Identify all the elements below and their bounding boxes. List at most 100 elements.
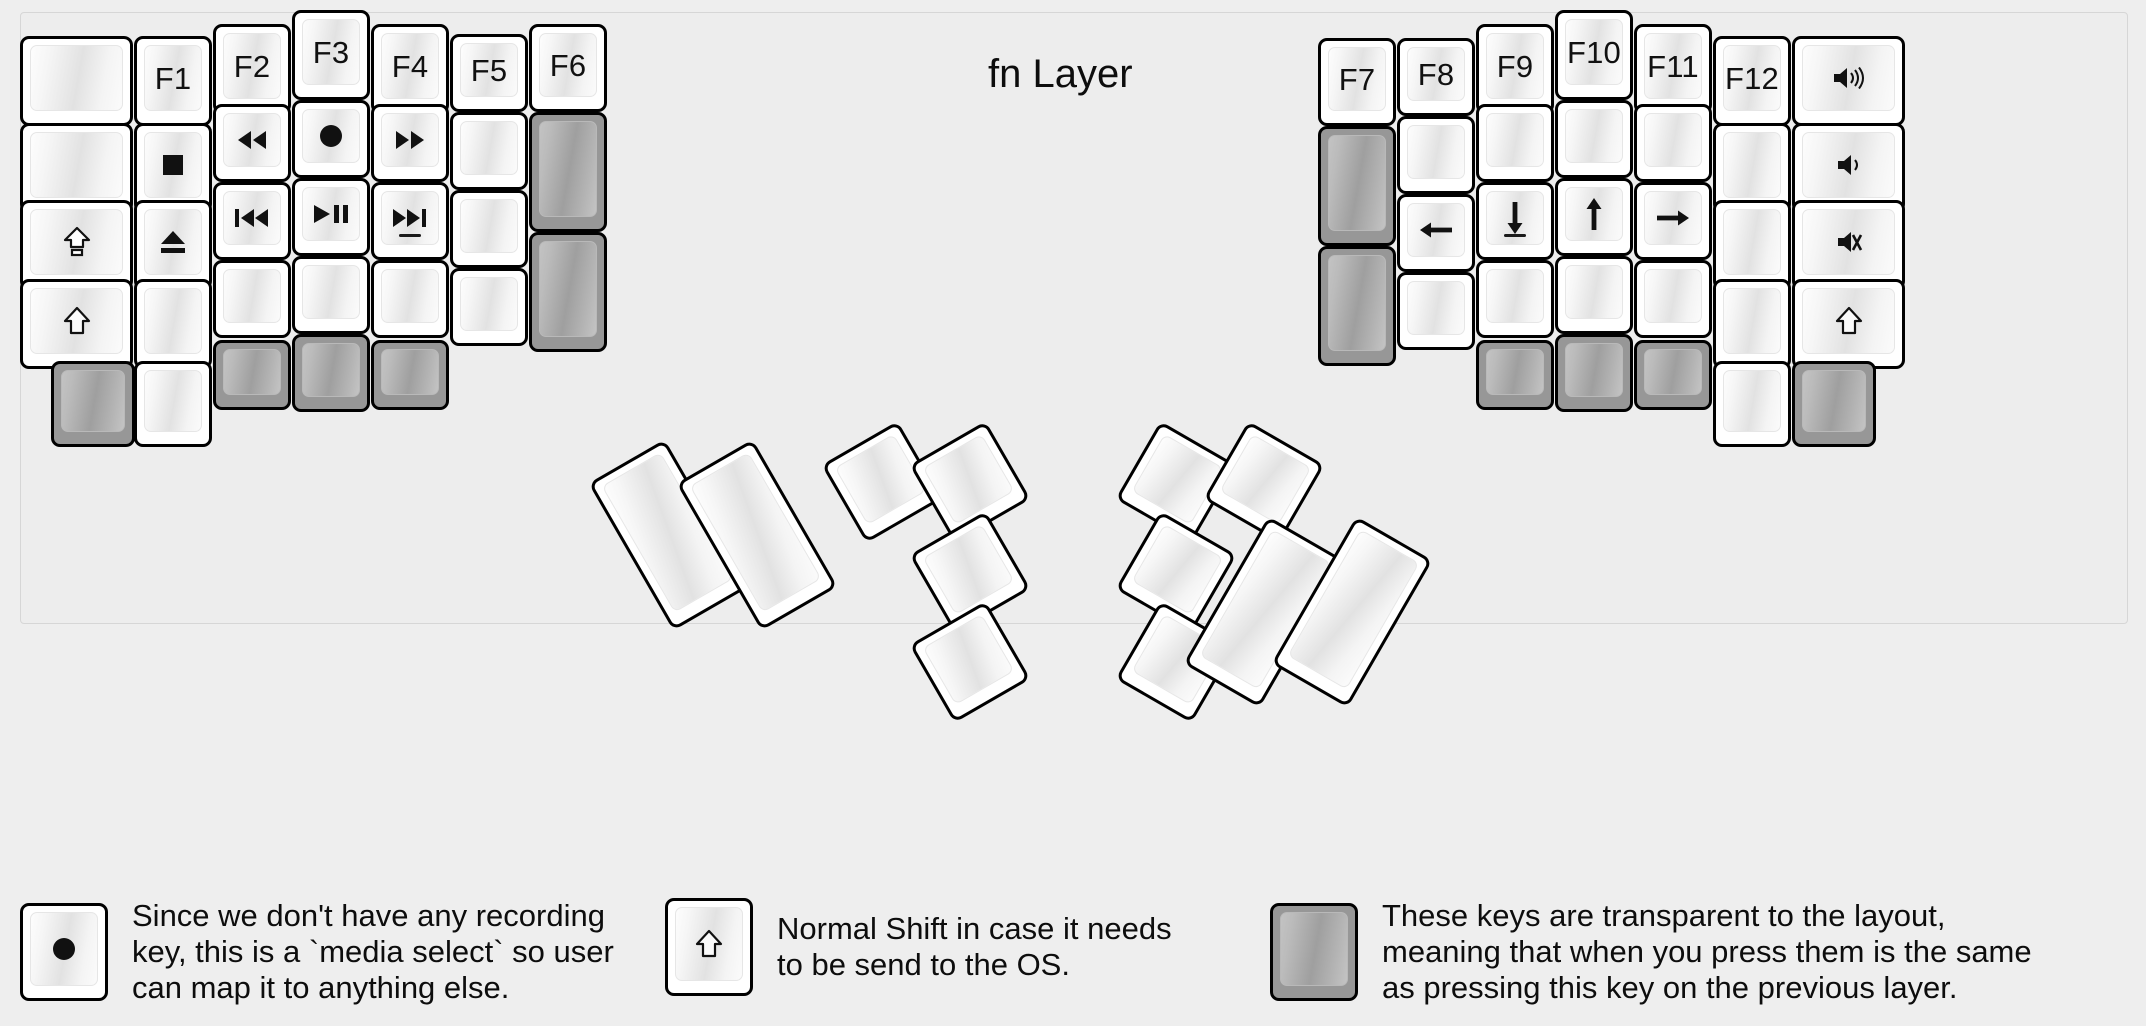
- keycap-surface: F11: [1644, 33, 1702, 99]
- key-l-c3-r2[interactable]: [213, 104, 291, 182]
- rewind-icon: [235, 129, 269, 151]
- key-r-c2-r4[interactable]: [1397, 272, 1475, 350]
- key-r-c2-r3[interactable]: [1397, 194, 1475, 272]
- key-l-c6-r4[interactable]: [450, 268, 528, 346]
- key-r-c7-r5[interactable]: [1792, 361, 1876, 447]
- key-legend: F6: [549, 47, 587, 83]
- key-r-c3-r1[interactable]: F9: [1476, 24, 1554, 114]
- key-r-c5-r2[interactable]: [1634, 104, 1712, 182]
- keycap-surface: [1802, 370, 1866, 432]
- legend-description: Normal Shift in case it needs to be send…: [777, 911, 1172, 982]
- key-l-c7-r3[interactable]: [529, 232, 607, 352]
- key-r-c4-r3[interactable]: [1555, 178, 1633, 256]
- key-r-c4-r4[interactable]: [1555, 256, 1633, 334]
- key-l-c5-r2[interactable]: [371, 104, 449, 182]
- key-l-c2-r2[interactable]: [134, 123, 212, 213]
- key-legend: F5: [470, 52, 508, 88]
- keycap-surface: [302, 343, 360, 397]
- record-circle-icon: [50, 935, 78, 963]
- keycap-surface: [223, 191, 281, 245]
- key-legend: F8: [1417, 56, 1455, 92]
- volume-mute-icon: [1835, 229, 1863, 255]
- key-l-c4-r5[interactable]: [292, 334, 370, 412]
- key-r-c3-r4[interactable]: [1476, 260, 1554, 338]
- keycap-surface: [30, 45, 123, 111]
- keycap-surface: [381, 349, 439, 395]
- key-l-c1-r5[interactable]: [51, 361, 135, 447]
- key-l-c3-r4[interactable]: [213, 260, 291, 338]
- keycap-surface: F6: [539, 33, 597, 97]
- key-r-c6-r3[interactable]: [1713, 200, 1791, 290]
- eject-icon: [158, 228, 188, 256]
- key-r-c5-r1[interactable]: F11: [1634, 24, 1712, 114]
- key-r-c5-r4[interactable]: [1634, 260, 1712, 338]
- key-l-c6-r2[interactable]: [450, 112, 528, 190]
- keycap-surface: [1407, 281, 1465, 335]
- keycap-surface: [302, 187, 360, 241]
- key-l-c7-r1[interactable]: F6: [529, 24, 607, 112]
- keycap-surface: F5: [460, 43, 518, 97]
- key-l-c2-r3[interactable]: [134, 200, 212, 290]
- key-r-c6-r4[interactable]: [1713, 279, 1791, 369]
- key-l-c5-r5[interactable]: [371, 340, 449, 410]
- key-l-c1-r1[interactable]: [20, 36, 133, 126]
- keycap-surface: [381, 113, 439, 167]
- key-r-c3-r5[interactable]: [1476, 340, 1554, 410]
- keycap-surface: [30, 911, 98, 986]
- key-l-c2-r5[interactable]: [134, 361, 212, 447]
- key-r-c3-r3[interactable]: [1476, 182, 1554, 260]
- keycap-surface: [1486, 113, 1544, 167]
- key-l-c4-r4[interactable]: [292, 256, 370, 334]
- key-l-c4-r2[interactable]: [292, 100, 370, 178]
- keycap-surface: F4: [381, 33, 439, 99]
- legend-item-1: Since we don't have any recording key, t…: [20, 898, 614, 1006]
- key-r-c4-r1[interactable]: F10: [1555, 10, 1633, 100]
- key-l-c5-r3[interactable]: [371, 182, 449, 260]
- play-pause-icon: [312, 203, 350, 225]
- key-l-c3-r5[interactable]: [213, 340, 291, 410]
- key-l-c3-r1[interactable]: F2: [213, 24, 291, 114]
- key-l-c4-r1[interactable]: F3: [292, 10, 370, 100]
- key-r-c1-r3[interactable]: [1318, 246, 1396, 366]
- key-r-c7-r3[interactable]: [1792, 200, 1905, 290]
- keycap-surface: [223, 349, 281, 395]
- key-r-c2-r1[interactable]: F8: [1397, 38, 1475, 116]
- key-r-c6-r1[interactable]: F12: [1713, 36, 1791, 126]
- key-r-c1-r2[interactable]: [1318, 126, 1396, 246]
- key-l-c3-r3[interactable]: [213, 182, 291, 260]
- key-r-c5-r3[interactable]: [1634, 182, 1712, 260]
- key-l-c1-r3[interactable]: [20, 200, 133, 290]
- keycap-surface: [1486, 191, 1544, 245]
- key-l-c6-r1[interactable]: F5: [450, 34, 528, 112]
- key-r-c3-r2[interactable]: [1476, 104, 1554, 182]
- keycap-surface: [30, 132, 123, 198]
- key-l-c2-r4[interactable]: [134, 279, 212, 369]
- legend-description: These keys are transparent to the layout…: [1382, 898, 2032, 1005]
- key-l-c5-r1[interactable]: F4: [371, 24, 449, 114]
- key-r-c6-r5[interactable]: [1713, 361, 1791, 447]
- key-l-c5-r4[interactable]: [371, 260, 449, 338]
- key-r-c5-r5[interactable]: [1634, 340, 1712, 410]
- next-track-icon: [391, 207, 429, 229]
- key-l-c4-r3[interactable]: [292, 178, 370, 256]
- keycap-surface: [61, 370, 125, 432]
- key-r-c7-r1[interactable]: [1792, 36, 1905, 126]
- key-r-c7-r4[interactable]: [1792, 279, 1905, 369]
- keycap-surface: F7: [1328, 47, 1386, 111]
- key-l-c1-r4[interactable]: [20, 279, 133, 369]
- keycap-surface: [1644, 191, 1702, 245]
- keycap-surface: [539, 241, 597, 337]
- keycap-surface: [1644, 269, 1702, 323]
- key-r-c4-r2[interactable]: [1555, 100, 1633, 178]
- key-r-c2-r2[interactable]: [1397, 116, 1475, 194]
- stop-icon: [160, 152, 186, 178]
- key-r-c4-r5[interactable]: [1555, 334, 1633, 412]
- key-l-c7-r2[interactable]: [529, 112, 607, 232]
- keycap-surface: F2: [223, 33, 281, 99]
- key-l-c1-r2[interactable]: [20, 123, 133, 213]
- volume-down-icon: [1835, 152, 1863, 178]
- key-l-c2-r1[interactable]: F1: [134, 36, 212, 126]
- key-l-c6-r3[interactable]: [450, 190, 528, 268]
- shift-arrow-icon: [63, 306, 91, 336]
- key-r-c1-r1[interactable]: F7: [1318, 38, 1396, 126]
